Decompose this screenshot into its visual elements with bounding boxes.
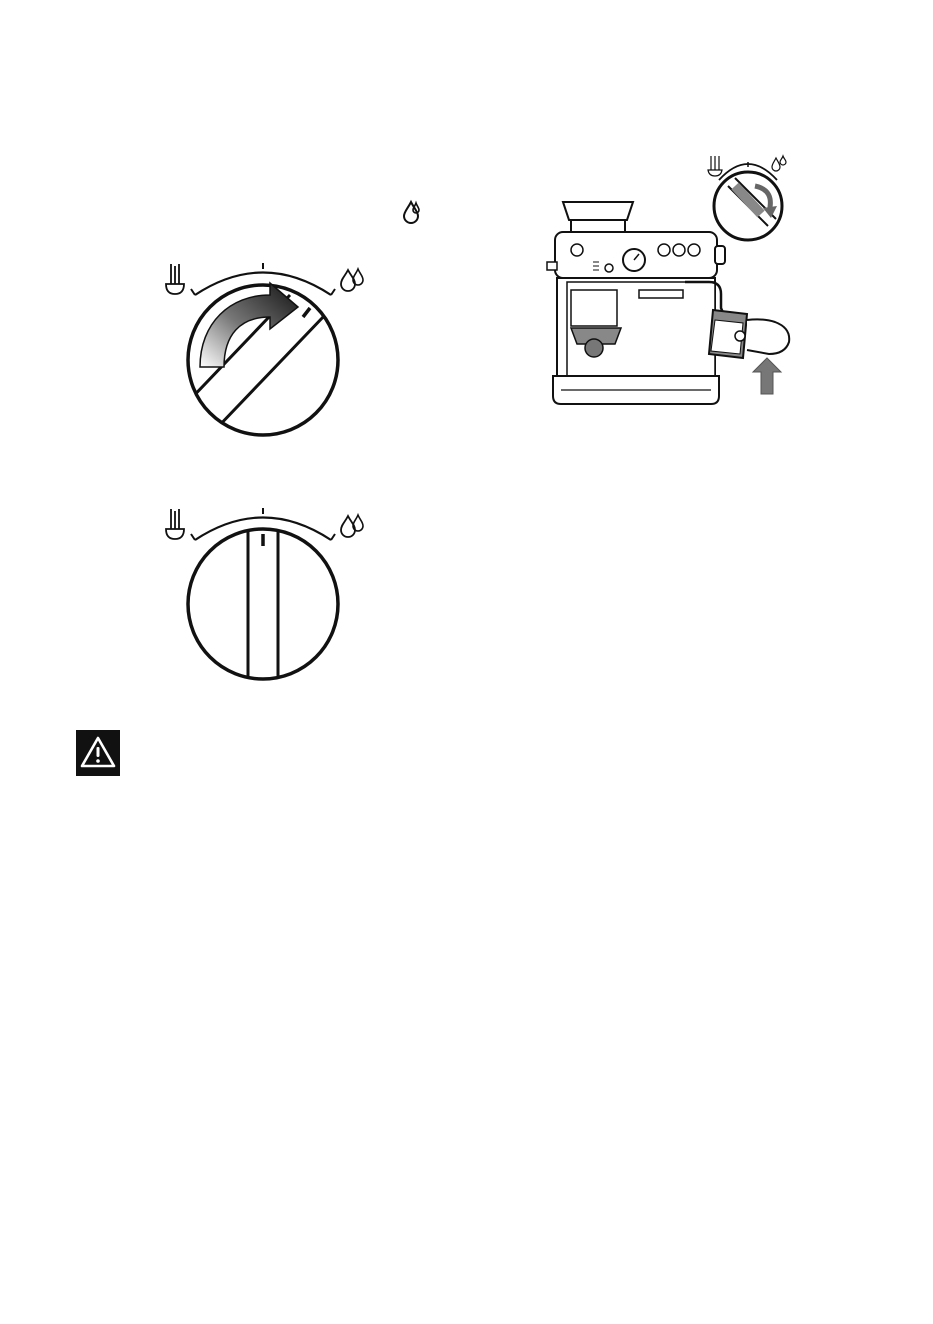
espresso-machine-illustration <box>535 150 810 412</box>
steam-icon <box>160 262 190 298</box>
water-drop-icon <box>399 199 423 225</box>
warning-triangle-icon <box>76 730 120 776</box>
steam-icon <box>160 507 190 543</box>
double-drop-icon <box>338 266 366 294</box>
double-drop-icon <box>338 512 366 540</box>
